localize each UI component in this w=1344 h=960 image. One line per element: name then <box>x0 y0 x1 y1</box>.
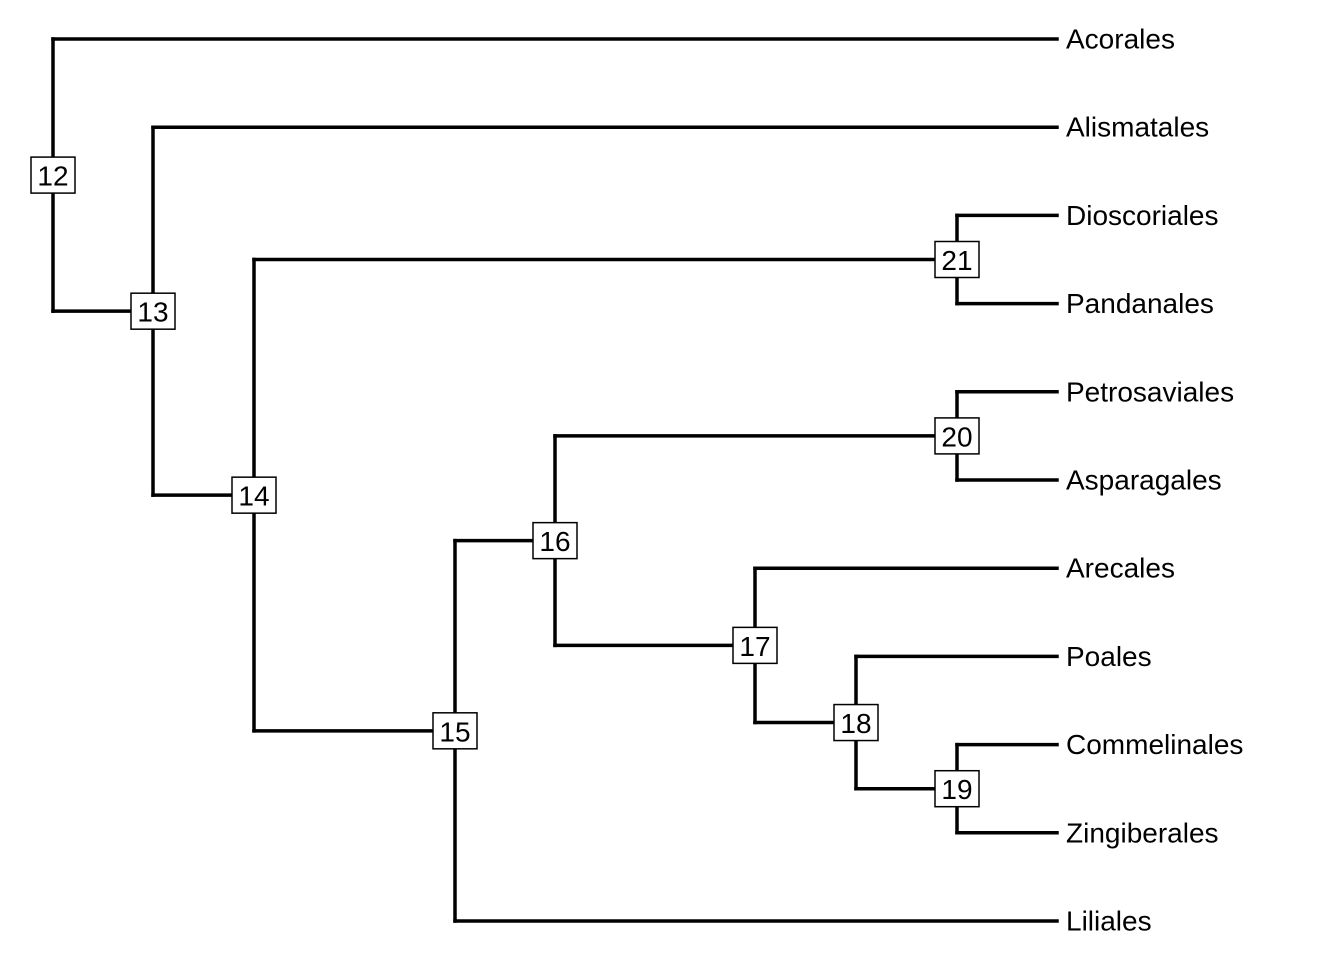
node-box <box>934 417 980 455</box>
tip-labels: AcoralesAlismatalesDioscorialesPandanale… <box>1066 24 1243 937</box>
node-12: 12 <box>30 156 76 194</box>
tip-label-petrosaviales: Petrosaviales <box>1066 376 1234 407</box>
tip-label-poales: Poales <box>1066 641 1152 672</box>
node-box <box>30 156 76 194</box>
branch-lines <box>51 37 1059 923</box>
node-label: 19 <box>941 774 972 805</box>
node-box <box>532 521 578 560</box>
tip-label-dioscoriales: Dioscoriales <box>1066 200 1219 231</box>
tip-label-arecales: Arecales <box>1066 553 1175 584</box>
node-17: 17 <box>732 626 778 665</box>
node-19: 19 <box>934 769 980 808</box>
tip-label-commelinales: Commelinales <box>1066 729 1243 760</box>
node-labels: 12 13 14 15 16 17 18 19 20 21 <box>30 156 980 808</box>
node-20: 20 <box>934 417 980 455</box>
node-label: 15 <box>439 716 470 747</box>
node-14: 14 <box>231 476 277 514</box>
node-label: 13 <box>137 297 168 328</box>
node-label: 20 <box>941 421 972 452</box>
tip-label-alismatales: Alismatales <box>1066 112 1209 143</box>
node-box <box>732 626 778 665</box>
node-label: 21 <box>941 245 972 276</box>
node-label: 18 <box>840 708 871 739</box>
tip-label-liliales: Liliales <box>1066 906 1152 937</box>
node-box <box>934 240 980 279</box>
node-label: 14 <box>238 481 269 512</box>
node-box <box>833 703 879 742</box>
node-box <box>130 292 176 330</box>
tip-label-zingiberales: Zingiberales <box>1066 817 1219 848</box>
node-16: 16 <box>532 521 578 560</box>
node-18: 18 <box>833 703 879 742</box>
tip-label-asparagales: Asparagales <box>1066 465 1222 496</box>
node-15: 15 <box>432 712 478 750</box>
tip-label-pandanales: Pandanales <box>1066 288 1214 319</box>
node-label: 12 <box>37 161 68 192</box>
node-label: 17 <box>739 631 770 662</box>
node-label: 16 <box>539 526 570 557</box>
node-box <box>934 769 980 808</box>
node-13: 13 <box>130 292 176 330</box>
node-box <box>432 712 478 750</box>
tip-label-acorales: Acorales <box>1066 24 1175 55</box>
node-box <box>231 476 277 514</box>
node-21: 21 <box>934 240 980 279</box>
